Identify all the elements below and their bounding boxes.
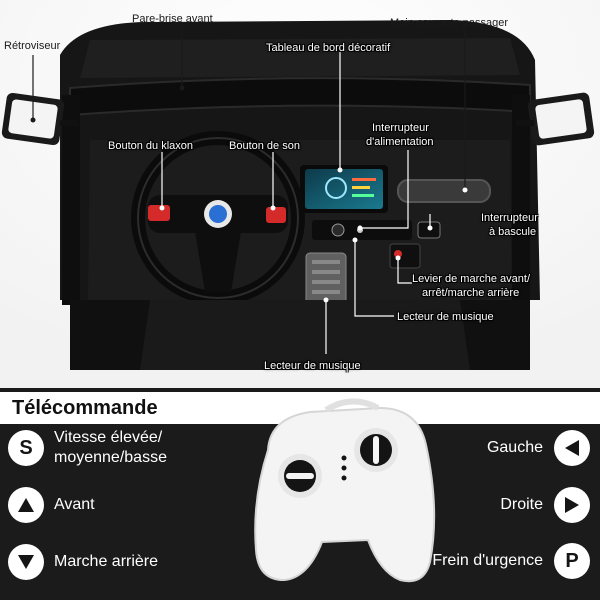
right-mirror <box>516 92 595 146</box>
car-photo: Pare-brise avant Main courante passager … <box>0 0 600 388</box>
triangle-up-icon <box>18 498 34 512</box>
left-button <box>554 430 590 466</box>
speed-button: S <box>8 430 44 466</box>
dashboard-screen <box>305 169 383 209</box>
music-player-slot-1 <box>312 260 340 264</box>
seat-area <box>140 300 470 370</box>
speed-letter: S <box>19 436 33 459</box>
right-button <box>554 487 590 523</box>
triangle-down-icon <box>18 555 34 569</box>
forward-button <box>8 487 44 523</box>
controller-body <box>254 406 436 583</box>
music-player-slot-4 <box>312 290 340 294</box>
forward-label: Avant <box>54 496 95 513</box>
indicator-dot-3 <box>341 475 347 481</box>
sound-button <box>266 207 286 223</box>
right-joystick-mark <box>373 436 379 464</box>
music-player-slot-3 <box>312 280 340 284</box>
callout-rocker-switch-1: Interrupteur <box>481 212 538 224</box>
callout-music-player-bottom: Lecteur de musique <box>264 360 361 372</box>
remote-title: Télécommande <box>12 396 158 419</box>
callout-music-player-right: Lecteur de musique <box>397 311 494 323</box>
callout-gear-lever-1: Levier de marche avant/ <box>412 273 531 285</box>
callout-horn-button: Bouton du klaxon <box>108 140 194 152</box>
speed-row: S Vitesse élevée/ moyenne/basse <box>8 428 167 468</box>
left-row: Gauche <box>487 430 590 466</box>
gear-lever-knob <box>394 250 402 258</box>
indicator-dot-1 <box>341 455 347 461</box>
forward-row: Avant <box>8 487 95 523</box>
callout-lines <box>32 28 466 354</box>
power-knob <box>331 223 345 237</box>
speed-label: Vitesse élevée/ moyenne/basse <box>54 428 167 468</box>
music-player-slot-2 <box>312 270 340 274</box>
triangle-left-icon <box>565 440 579 456</box>
brake-letter: P <box>565 549 579 572</box>
brake-row: P Frein d'urgence <box>432 543 590 579</box>
callout-dots <box>30 85 468 303</box>
reverse-label: Marche arrière <box>54 553 159 570</box>
brake-button: P <box>554 543 590 579</box>
left-label: Gauche <box>486 439 543 456</box>
callout-gear-lever-2: arrêt/marche arrière <box>422 287 520 299</box>
callout-passenger-handle: Main courante passager <box>390 17 509 29</box>
callout-dashboard: Tableau de bord décoratif <box>266 42 391 54</box>
brake-label: Frein d'urgence <box>432 552 543 569</box>
car-illustration <box>0 0 600 388</box>
left-pillar <box>62 95 80 305</box>
callout-windshield: Pare-brise avant <box>132 13 213 25</box>
callout-power-switch-2: d'alimentation <box>366 136 434 148</box>
callout-power-switch-1: Interrupteur <box>372 122 429 134</box>
speed-label-line1: Vitesse élevée/ <box>54 429 163 446</box>
callout-sound-button: Bouton de son <box>229 140 300 152</box>
screen-bar-1 <box>352 178 376 181</box>
speedometer-gauge <box>325 177 347 199</box>
right-label: Droite <box>500 496 543 513</box>
callout-mirror: Rétroviseur <box>4 40 61 52</box>
right-row: Droite <box>500 487 590 523</box>
triangle-right-icon <box>565 497 579 513</box>
left-joystick-mark <box>286 473 314 479</box>
right-pillar <box>512 95 530 305</box>
screen-bar-2 <box>352 186 370 189</box>
horn-button <box>148 205 170 221</box>
gear-lever-base <box>389 243 421 269</box>
speed-label-line2: moyenne/basse <box>54 449 167 466</box>
roof-panel <box>80 38 520 78</box>
callout-rocker-switch-2: à bascule <box>489 226 537 238</box>
steering-wheel <box>131 131 305 305</box>
indicator-dot-2 <box>341 465 347 471</box>
screen-bar-3 <box>352 194 374 197</box>
reverse-row: Marche arrière <box>8 544 158 580</box>
controller-antenna <box>324 398 380 413</box>
passenger-handle <box>397 179 491 203</box>
reverse-button <box>8 544 44 580</box>
remote-controller-icon <box>254 398 436 583</box>
